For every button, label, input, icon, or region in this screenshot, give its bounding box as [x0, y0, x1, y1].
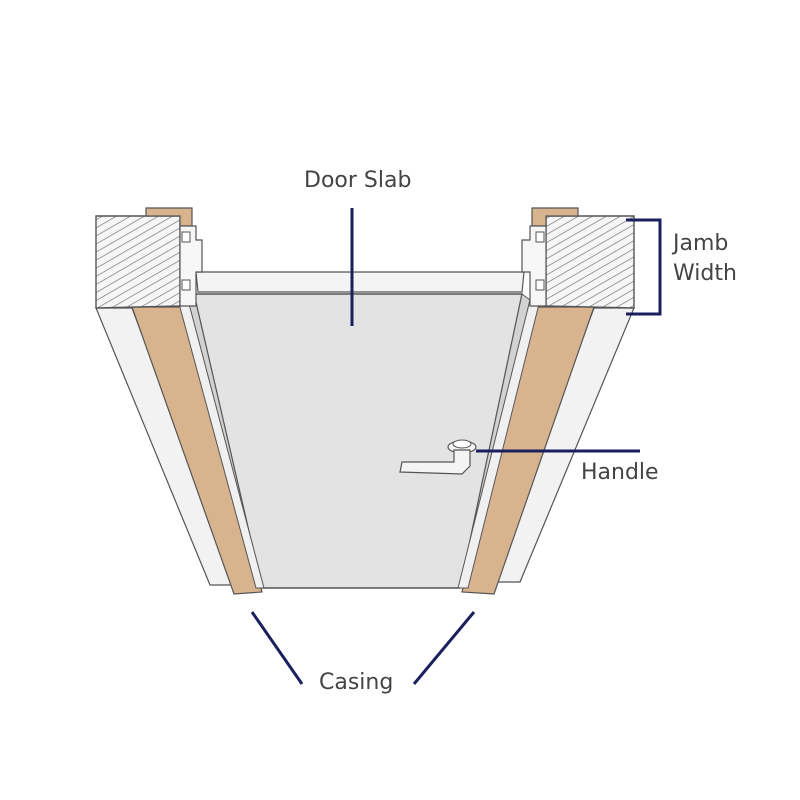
- right-jamb-section: [521, 207, 635, 309]
- callout-lines: [250, 208, 662, 685]
- head-jamb: [195, 271, 525, 293]
- left-jamb-section: [95, 207, 203, 309]
- casing-label: Casing: [319, 670, 394, 695]
- casing-callout-left: [250, 611, 304, 685]
- door-slab-label: Door Slab: [304, 168, 412, 193]
- jamb-width-bracket: [626, 218, 662, 316]
- handle-label: Handle: [581, 460, 659, 485]
- casing-callout-right: [412, 611, 476, 685]
- door-handle: [399, 439, 477, 475]
- jamb-width-label-line2: Width: [673, 261, 737, 286]
- jamb-width-label-line1: Jamb: [673, 231, 729, 256]
